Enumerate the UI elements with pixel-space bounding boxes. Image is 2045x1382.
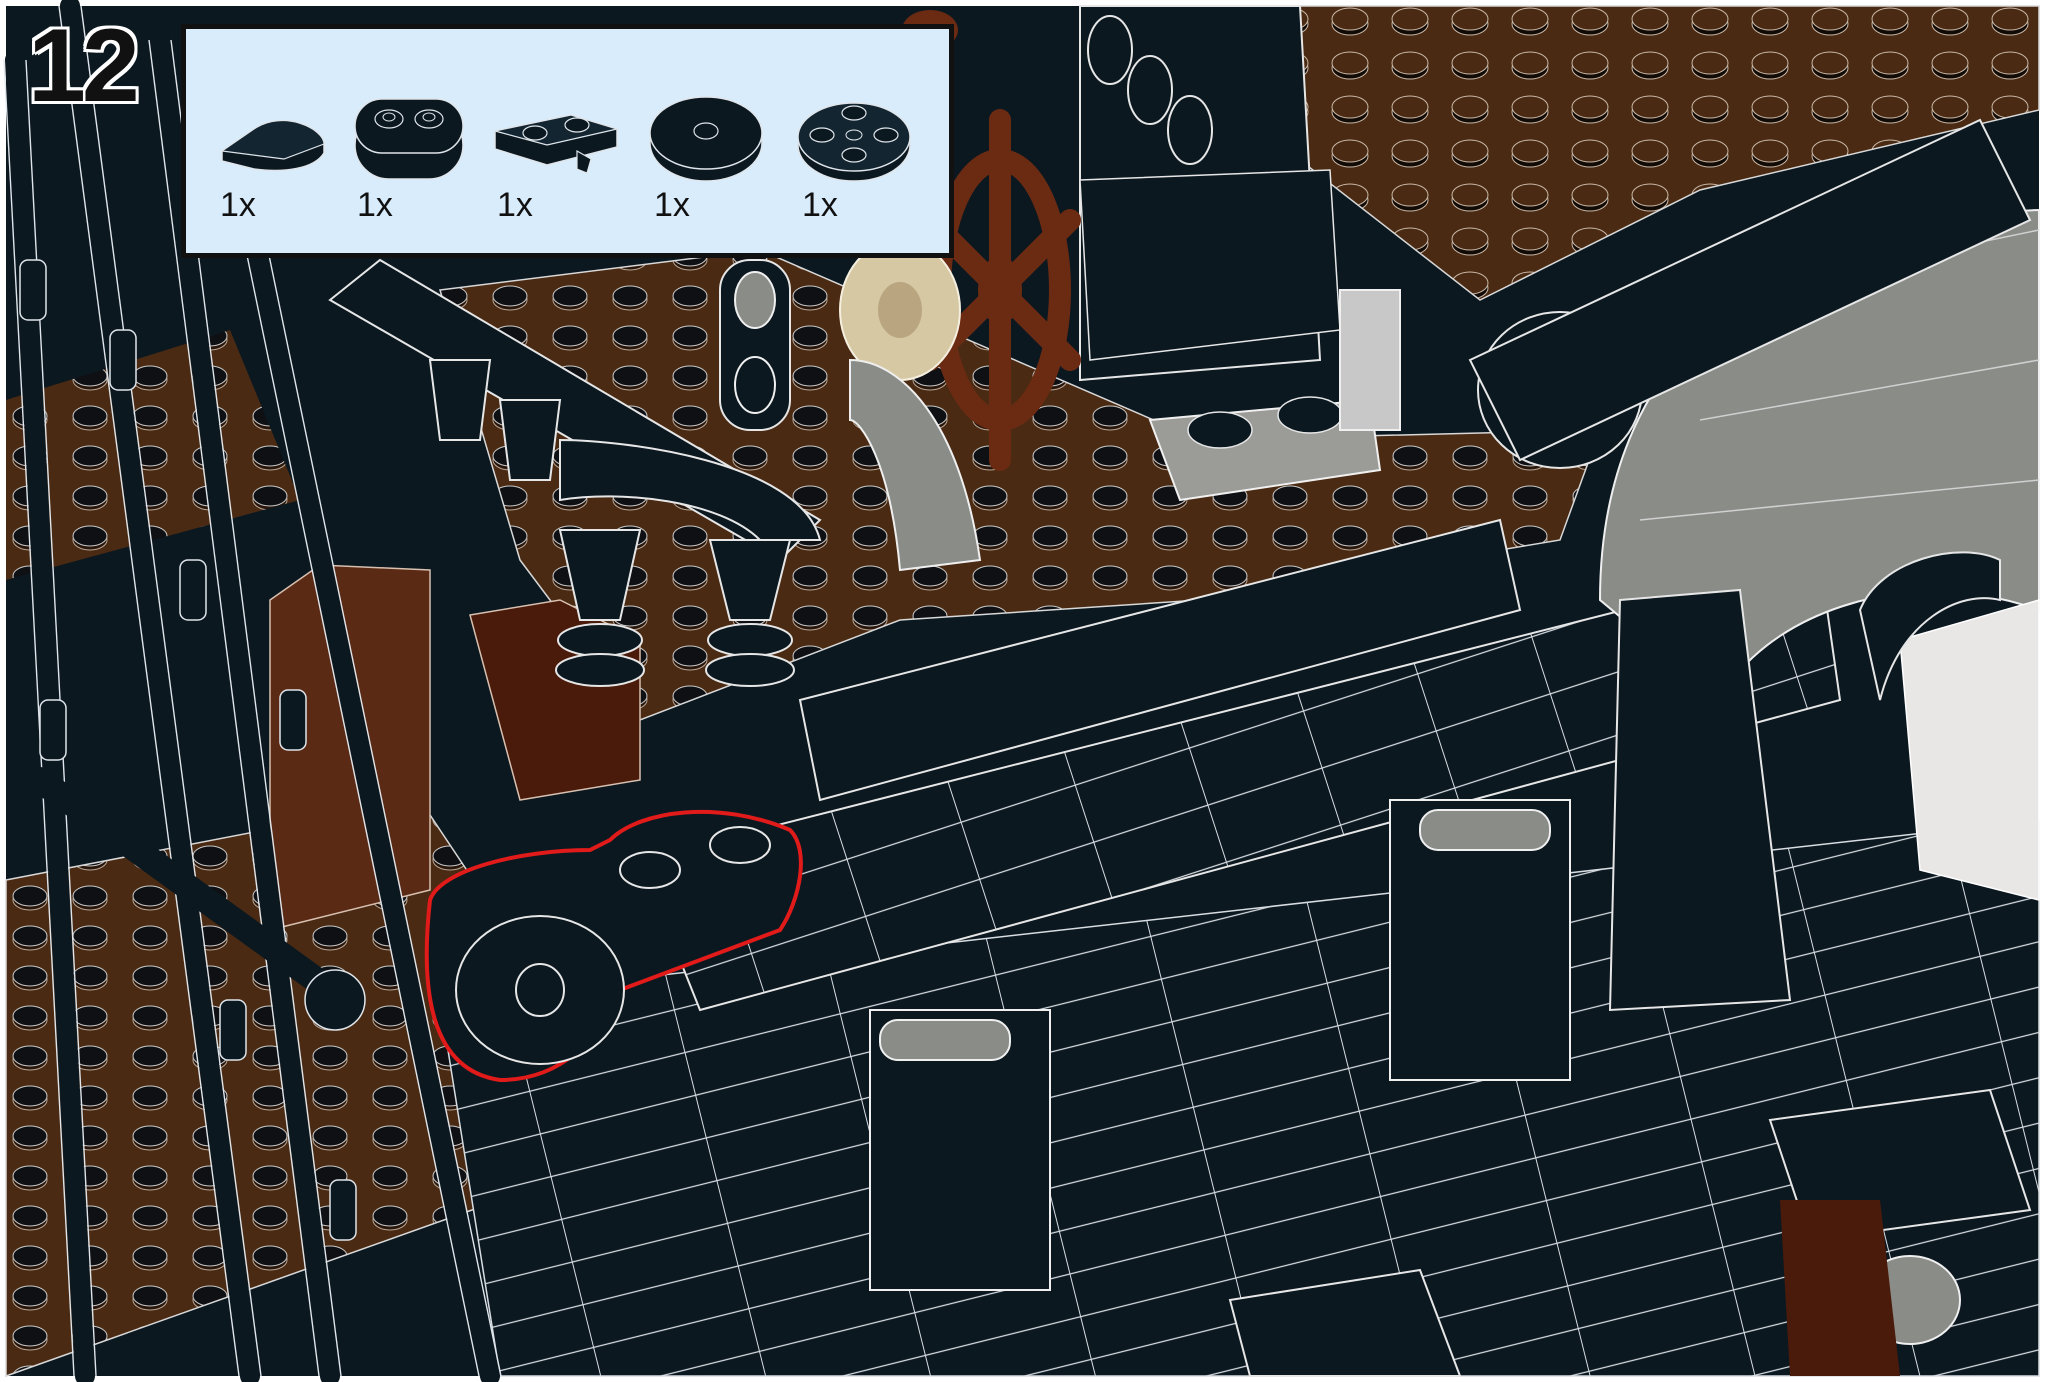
part-double-ring-plate: 1x bbox=[351, 29, 481, 259]
round-half-plate-icon bbox=[214, 89, 334, 189]
plate-with-clip-icon bbox=[491, 89, 621, 189]
part-quantity: 1x bbox=[357, 186, 393, 225]
round-tile-with-hole-icon bbox=[648, 89, 768, 189]
parts-list-callout: 1x 1x 1x 1x bbox=[181, 24, 954, 258]
part-quantity: 1x bbox=[654, 186, 690, 225]
part-quantity: 1x bbox=[220, 186, 256, 225]
step-number: 12 bbox=[28, 14, 136, 118]
part-round-tile-with-hole: 1x bbox=[648, 29, 778, 259]
round-plate-with-studs-icon bbox=[796, 89, 926, 189]
double-ring-plate-icon bbox=[351, 89, 471, 189]
part-quantity: 1x bbox=[802, 186, 838, 225]
part-quantity: 1x bbox=[497, 186, 533, 225]
part-round-plate-with-studs: 1x bbox=[796, 29, 926, 259]
part-round-half-plate: 1x bbox=[214, 29, 344, 259]
part-plate-with-clip: 1x bbox=[491, 29, 621, 259]
